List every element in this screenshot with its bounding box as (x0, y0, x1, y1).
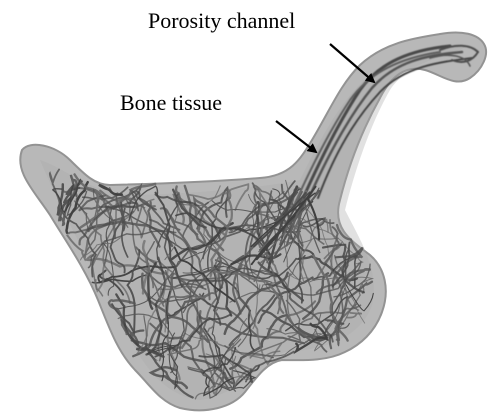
porosity-channel-label: Porosity channel (148, 10, 295, 32)
bone-tissue-label: Bone tissue (120, 92, 222, 114)
bone-tissue-arrow (276, 121, 316, 152)
